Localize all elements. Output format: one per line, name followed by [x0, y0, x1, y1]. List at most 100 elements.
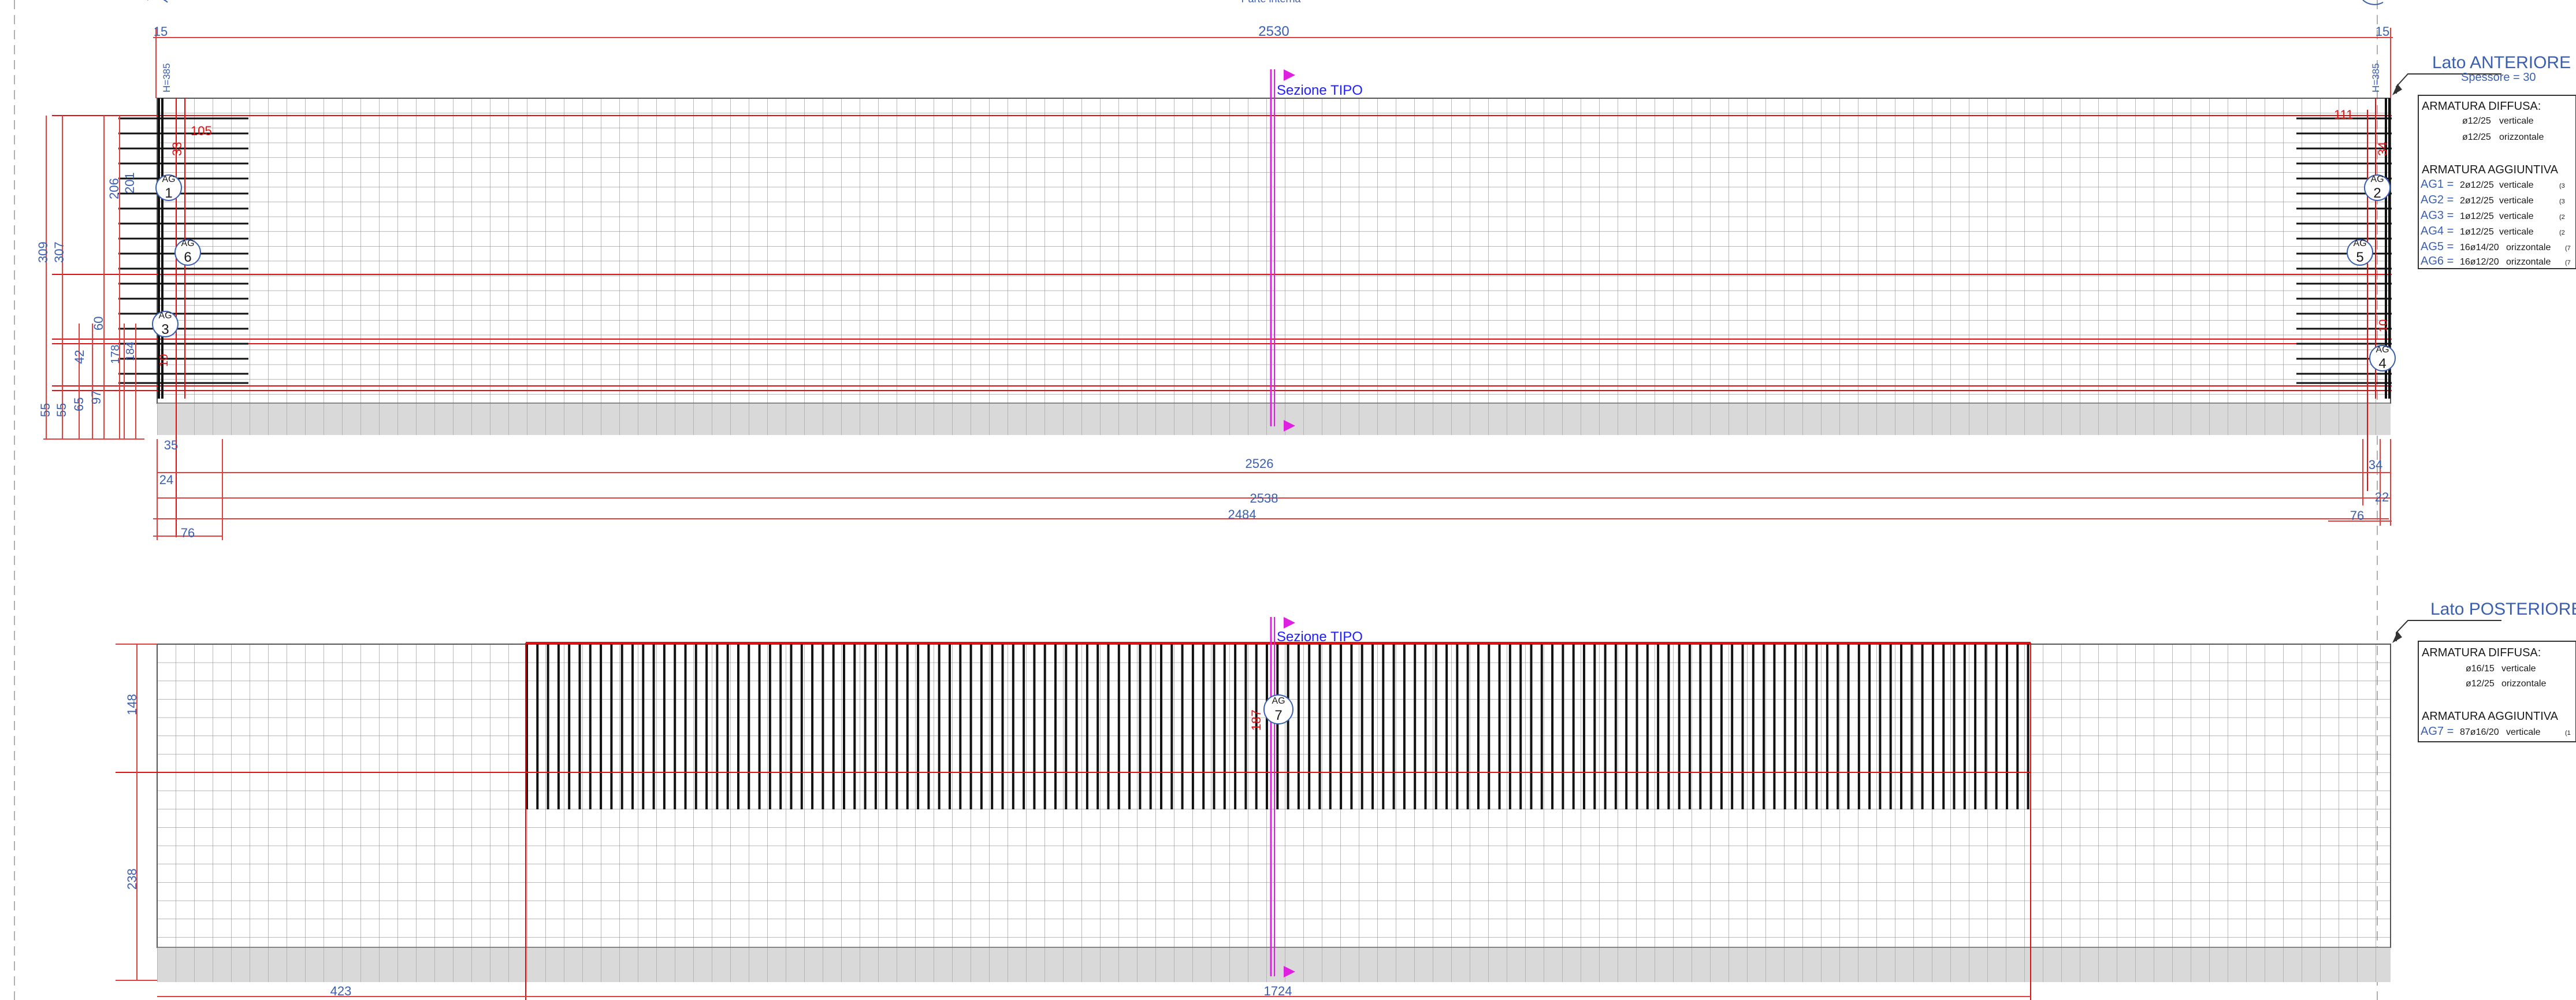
svg-text:(7: (7: [2565, 245, 2571, 252]
front-height-right: H=385: [2370, 63, 2381, 92]
svg-text:ø12/25: ø12/25: [2462, 116, 2491, 126]
svg-text:AG1 =: AG1 =: [2421, 178, 2454, 191]
svg-text:AG: AG: [162, 174, 175, 184]
tag-ag2[interactable]: AG 2: [2364, 174, 2391, 201]
rear-dim-238: 238: [125, 868, 139, 890]
svg-text:verticale: verticale: [2499, 116, 2534, 126]
svg-text:AG4 =: AG4 =: [2421, 225, 2454, 237]
svg-text:AG7 =: AG7 =: [2421, 725, 2454, 738]
rear-section-label: Sezione TIPO: [1277, 629, 1363, 645]
tag-ag3[interactable]: AG 3: [152, 311, 179, 337]
partial-label: Parte interna: [1241, 0, 1301, 5]
rear-dim-148: 148: [125, 694, 139, 715]
svg-text:16ø14/20: 16ø14/20: [2460, 243, 2499, 252]
dim-red-105: 105: [191, 124, 212, 138]
rear-dim-423: 423: [330, 984, 352, 998]
front-left-dim-lines: [43, 116, 144, 440]
svg-text:7: 7: [1274, 708, 1282, 723]
dim-left-97: 97: [89, 391, 103, 404]
front-elevation: Sezione TIPO H=385 H=385 309 307 206 201…: [36, 63, 2501, 540]
dim-76-right: 76: [2350, 508, 2364, 523]
dim-2538: 2538: [1250, 491, 1278, 505]
dim-left-60: 60: [91, 317, 106, 330]
front-additional-title: ARMATURA AGGIUNTIVA: [2422, 163, 2559, 176]
svg-text:87ø16/20: 87ø16/20: [2460, 727, 2499, 737]
dim-22: 22: [2375, 490, 2389, 504]
svg-text:ø16/15: ø16/15: [2466, 664, 2495, 674]
edge-left-dim: 15: [154, 24, 168, 39]
tag-ag5[interactable]: AG 5: [2347, 239, 2373, 266]
svg-text:(2: (2: [2559, 214, 2565, 221]
rear-dim-1724: 1724: [1264, 984, 1292, 998]
dim-left-55a: 55: [38, 403, 53, 417]
svg-text:verticale: verticale: [2506, 727, 2541, 737]
svg-text:(7: (7: [2565, 259, 2571, 266]
svg-text:verticale: verticale: [2499, 227, 2534, 237]
rear-side-title: Lato POSTERIORE: [2430, 600, 2576, 619]
dim-left-184: 184: [124, 342, 137, 361]
svg-text:(2: (2: [2559, 229, 2565, 236]
svg-text:verticale: verticale: [2501, 664, 2536, 674]
front-side-title: Lato ANTERIORE: [2432, 53, 2571, 72]
edge-right-dim: 15: [2376, 24, 2389, 39]
svg-text:2ø12/25: 2ø12/25: [2460, 196, 2494, 206]
svg-text:6: 6: [184, 250, 191, 265]
dim-left-65: 65: [72, 397, 86, 411]
dim-2526: 2526: [1246, 456, 1274, 471]
svg-text:orizzontale: orizzontale: [2506, 243, 2551, 252]
svg-text:2: 2: [2373, 185, 2381, 201]
svg-text:AG: AG: [181, 239, 194, 248]
dim-red-10-right: 10: [2377, 319, 2390, 332]
svg-text:AG2 =: AG2 =: [2421, 194, 2454, 206]
svg-text:orizzontale: orizzontale: [2499, 132, 2544, 142]
svg-text:AG: AG: [2353, 239, 2366, 248]
tag-ag1[interactable]: AG 1: [155, 174, 182, 201]
dim-red-10-left: 10: [158, 354, 170, 367]
front-legend: Lato ANTERIORE Spessore = 30 ARMATURA DI…: [2418, 53, 2576, 269]
dim-left-55b: 55: [54, 403, 69, 417]
dim-2484: 2484: [1228, 507, 1257, 522]
svg-text:3: 3: [161, 322, 169, 337]
dim-35: 35: [164, 438, 178, 452]
front-section-label: Sezione TIPO: [1277, 83, 1363, 98]
svg-text:1: 1: [165, 185, 172, 201]
svg-text:AG: AG: [2370, 174, 2384, 184]
svg-text:AG: AG: [2376, 345, 2389, 355]
svg-text:16ø12/20: 16ø12/20: [2460, 257, 2499, 267]
svg-text:orizzontale: orizzontale: [2506, 257, 2551, 267]
svg-text:AG5 =: AG5 =: [2421, 240, 2454, 253]
dim-left-307: 307: [52, 241, 66, 263]
svg-text:verticale: verticale: [2499, 196, 2534, 206]
tag-ag6[interactable]: AG 6: [174, 239, 201, 266]
svg-text:(3: (3: [2559, 183, 2565, 189]
svg-text:verticale: verticale: [2499, 211, 2534, 221]
dim-24: 24: [159, 473, 173, 487]
svg-text:1ø12/25: 1ø12/25: [2460, 211, 2494, 221]
svg-text:ø12/25: ø12/25: [2462, 132, 2491, 142]
dim-76-left: 76: [181, 526, 195, 540]
svg-text:4: 4: [2378, 356, 2386, 371]
rear-additional-title: ARMATURA AGGIUNTIVA: [2422, 710, 2559, 723]
svg-text:ø12/25: ø12/25: [2466, 679, 2495, 689]
svg-text:AG: AG: [1272, 696, 1285, 706]
svg-text:(3: (3: [2559, 198, 2565, 205]
svg-text:5: 5: [2356, 250, 2363, 265]
front-diffuse-title: ARMATURA DIFFUSA:: [2422, 100, 2541, 113]
dim-left-42: 42: [72, 350, 87, 364]
front-height-left: H=385: [161, 63, 172, 92]
svg-text:orizzontale: orizzontale: [2501, 679, 2546, 689]
dim-left-178: 178: [109, 345, 122, 364]
svg-text:(1: (1: [2565, 730, 2571, 737]
dim-34: 34: [2369, 458, 2382, 472]
front-thickness: Spessore = 30: [2461, 71, 2536, 84]
rear-diffuse-title: ARMATURA DIFFUSA:: [2422, 646, 2541, 659]
tag-ag7[interactable]: AG 7: [1263, 694, 1293, 724]
tag-ag4[interactable]: AG 4: [2369, 345, 2396, 371]
dim-red-111: 111: [2334, 107, 2353, 122]
rear-legend: Lato POSTERIORE ARMATURA DIFFUSA: ø16/15…: [2418, 600, 2576, 742]
svg-text:2ø12/25: 2ø12/25: [2460, 180, 2494, 190]
svg-text:1ø12/25: 1ø12/25: [2460, 227, 2494, 237]
dim-left-309: 309: [36, 241, 50, 263]
front-left-end-bars: [118, 98, 248, 399]
